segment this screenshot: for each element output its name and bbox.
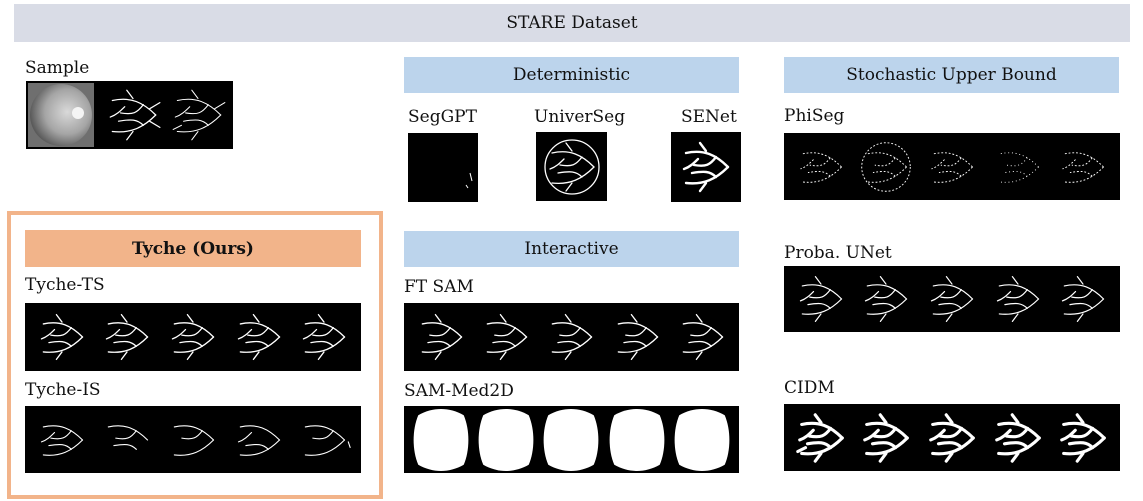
sample-label: Sample — [25, 58, 90, 78]
tyche-is-samples — [25, 406, 361, 473]
tyche-header: Tyche (Ours) — [25, 230, 361, 267]
senet-prediction — [671, 132, 741, 202]
interactive-header: Interactive — [404, 231, 739, 267]
phiseg-samples — [784, 133, 1120, 200]
tyche-highlight-frame — [7, 211, 383, 499]
method-label-seggpt: SegGPT — [408, 107, 477, 127]
method-label-proba-unet: Proba. UNet — [784, 243, 892, 263]
ground-truth-mask-2 — [167, 83, 229, 147]
universeg-prediction — [536, 132, 607, 201]
cidm-samples — [784, 404, 1120, 471]
proba-unet-samples — [784, 266, 1120, 332]
deterministic-header: Deterministic — [404, 57, 739, 93]
method-label-senet: SENet — [681, 107, 737, 127]
method-label-cidm: CIDM — [784, 378, 835, 398]
ft-sam-samples — [404, 303, 739, 371]
sam-med2d-samples — [404, 406, 739, 473]
method-label-phiseg: PhiSeg — [784, 106, 845, 126]
ground-truth-mask-1 — [102, 83, 164, 147]
fundus-photo — [28, 83, 94, 147]
method-label-ft-sam: FT SAM — [404, 277, 474, 297]
method-label-sam-med2d: SAM-Med2D — [404, 381, 514, 401]
dataset-title: STARE Dataset — [14, 4, 1130, 42]
method-label-universeg: UniverSeg — [534, 107, 626, 127]
sample-image-strip — [26, 81, 233, 149]
seggpt-prediction — [408, 133, 478, 202]
stochastic-header: Stochastic Upper Bound — [784, 57, 1119, 93]
method-label-tyche-is: Tyche-IS — [25, 380, 101, 400]
tyche-ts-samples — [25, 303, 361, 371]
method-label-tyche-ts: Tyche-TS — [25, 275, 105, 295]
